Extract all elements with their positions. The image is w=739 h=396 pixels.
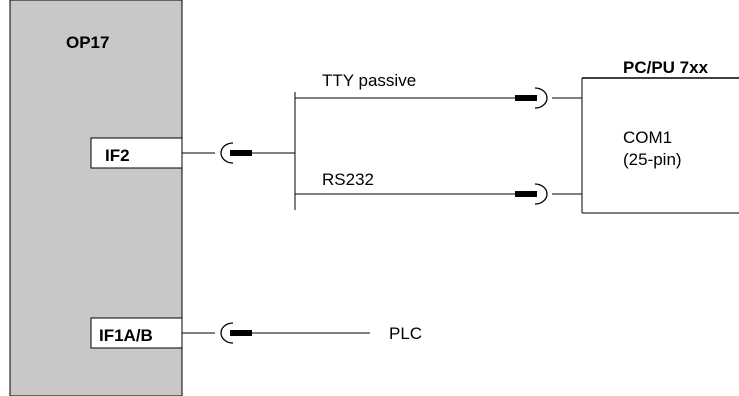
if2-port-box [90,137,183,169]
tty-label: TTY passive [322,71,416,90]
if1-port-box [90,317,183,349]
rs232-label: RS232 [322,170,374,189]
plc-label: PLC [389,324,422,343]
if2-port-label: IF2 [105,146,130,165]
op17-title: OP17 [66,33,109,52]
tty-connector [515,87,582,109]
pc-title: PC/PU 7xx [623,58,709,77]
pc-port-line2: (25-pin) [623,150,682,169]
if1-connector [182,322,370,344]
if1-port-label: IF1A/B [99,326,153,345]
rs232-connector [515,183,582,205]
pc-port-line1: COM1 [623,128,672,147]
if2-connector [182,142,295,164]
